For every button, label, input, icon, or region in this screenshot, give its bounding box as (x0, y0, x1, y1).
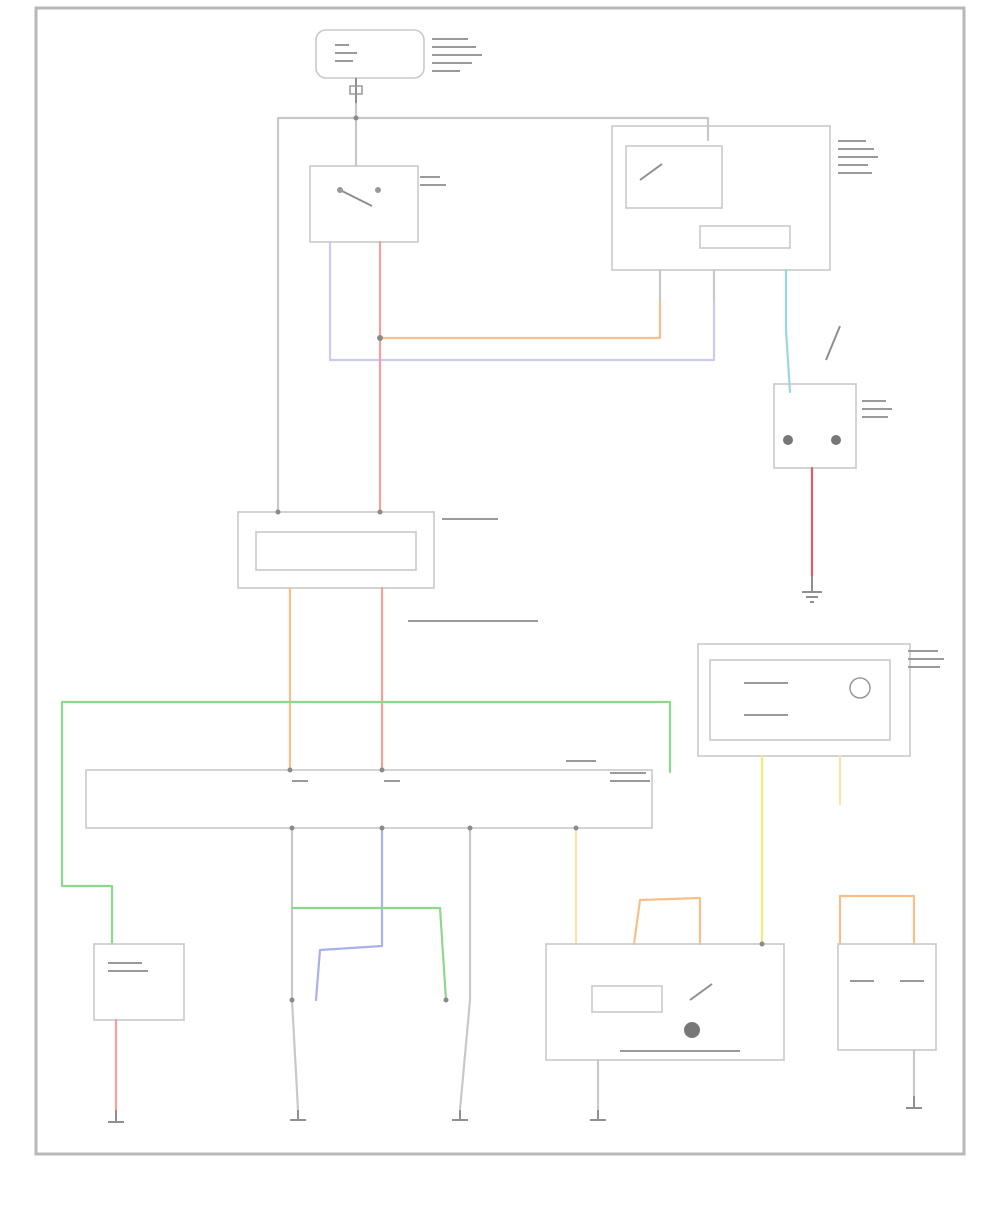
lamp-unit-left (93, 943, 185, 1021)
wire-gray-module-drop (658, 268, 716, 302)
wire-blue-col-2 (314, 826, 384, 1002)
wire-cyan-module-out (784, 268, 792, 394)
ground-icon (108, 1110, 124, 1123)
ground-icon (452, 1110, 468, 1121)
connector-icon (237, 511, 538, 622)
ground-icon (590, 1110, 606, 1121)
motor-icon (545, 943, 785, 1061)
diagram-frame (34, 6, 966, 1156)
lamp-pair-right (837, 894, 937, 1051)
ground-icon (906, 1096, 922, 1109)
fuse-block (315, 29, 482, 79)
wire-gray-bus-top (276, 116, 710, 514)
fuse-icon (349, 78, 363, 104)
wire-gray-col-3 (458, 826, 472, 1112)
wire-green-col-3 (290, 906, 448, 1002)
wire-blue-switch-out (328, 240, 716, 362)
wire-orange-col-5 (632, 896, 702, 946)
control-module-icon (611, 125, 878, 271)
wire-gray-col-1 (290, 826, 300, 1112)
wire-green-loop (60, 700, 672, 946)
ground-icon (802, 576, 822, 603)
wire-orange-cross (380, 298, 662, 340)
junction-row (85, 760, 653, 829)
connector-dots (275, 115, 765, 1003)
relay-icon-right (773, 325, 892, 469)
relay-switch-icon (309, 165, 446, 243)
lamp-icon (697, 643, 944, 757)
ground-icon (290, 1110, 306, 1121)
